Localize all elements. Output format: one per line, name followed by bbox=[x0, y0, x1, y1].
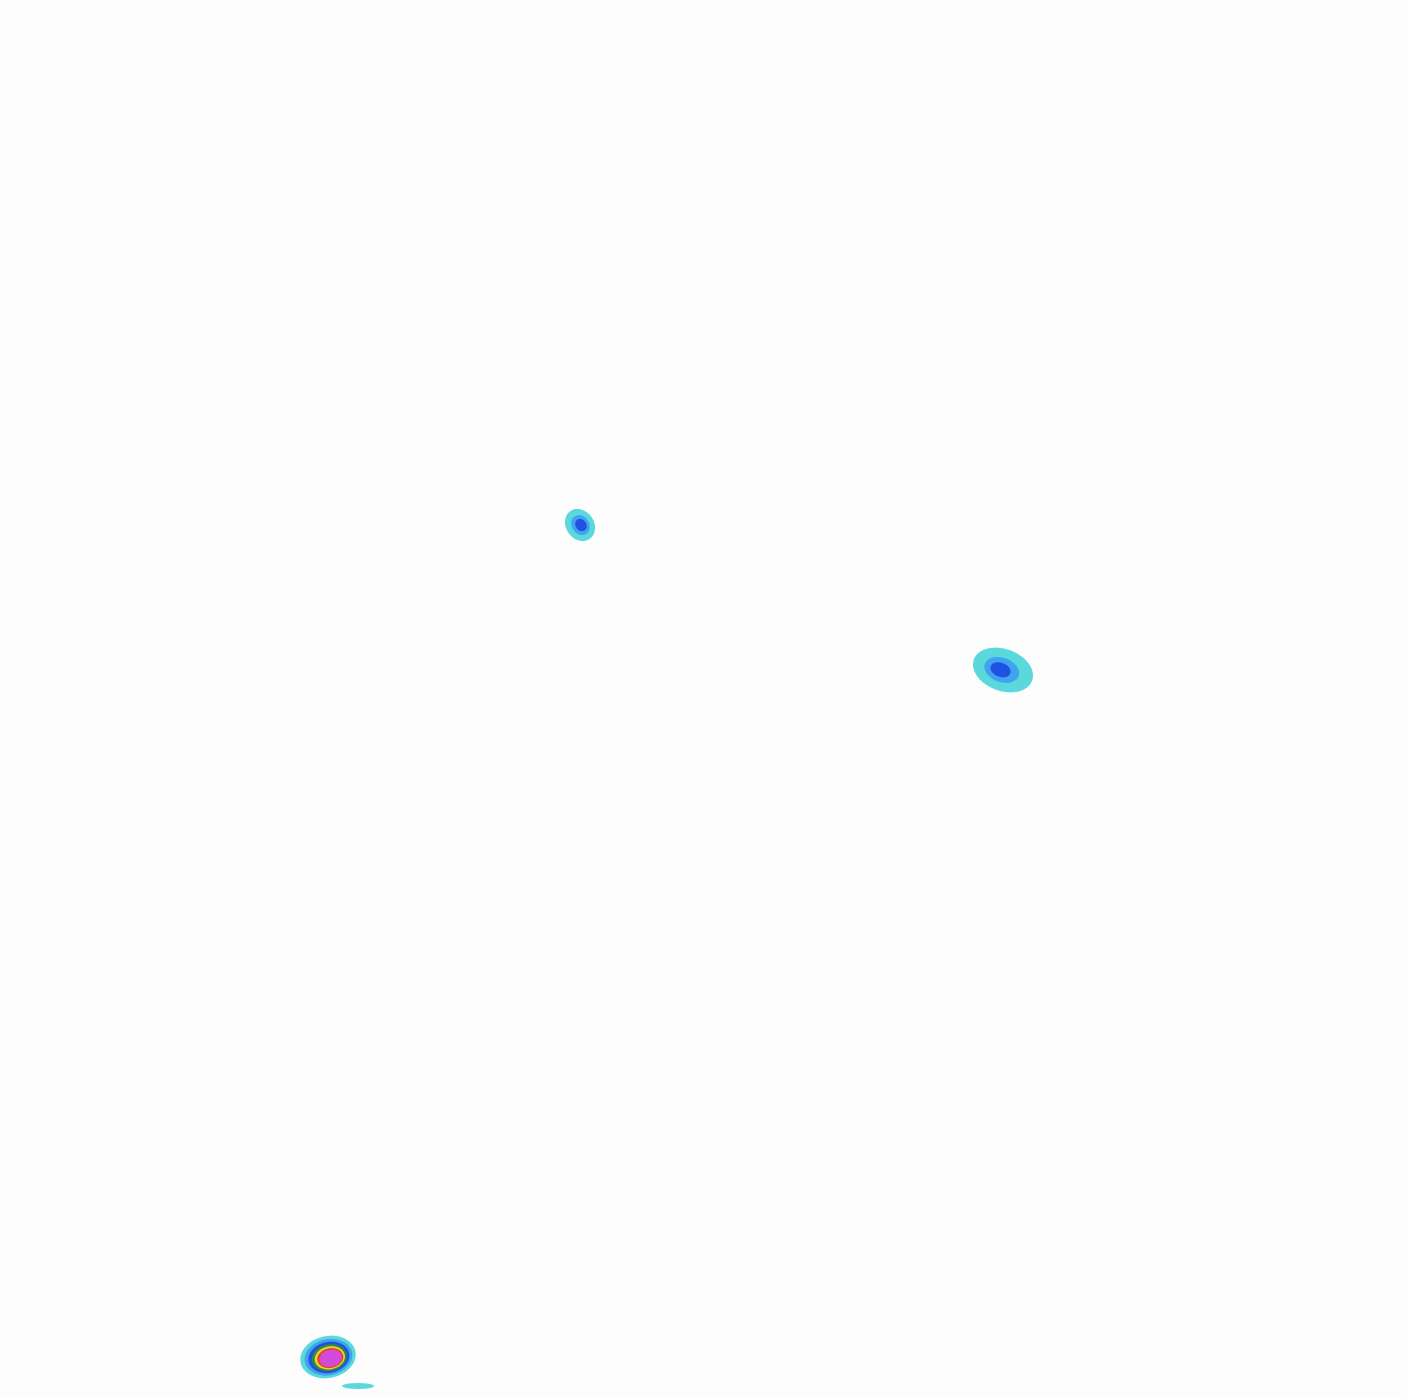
contour-peak bbox=[300, 1335, 356, 1379]
contour-peak bbox=[564, 508, 596, 542]
contour-peak bbox=[342, 1383, 374, 1389]
contour-level-7 bbox=[319, 1349, 342, 1367]
contour-level-1 bbox=[342, 1383, 374, 1389]
contour-level-3 bbox=[990, 662, 1011, 678]
contour-level-3 bbox=[575, 518, 587, 532]
peaks-layer bbox=[300, 508, 1034, 1389]
contour-peak bbox=[972, 647, 1034, 693]
